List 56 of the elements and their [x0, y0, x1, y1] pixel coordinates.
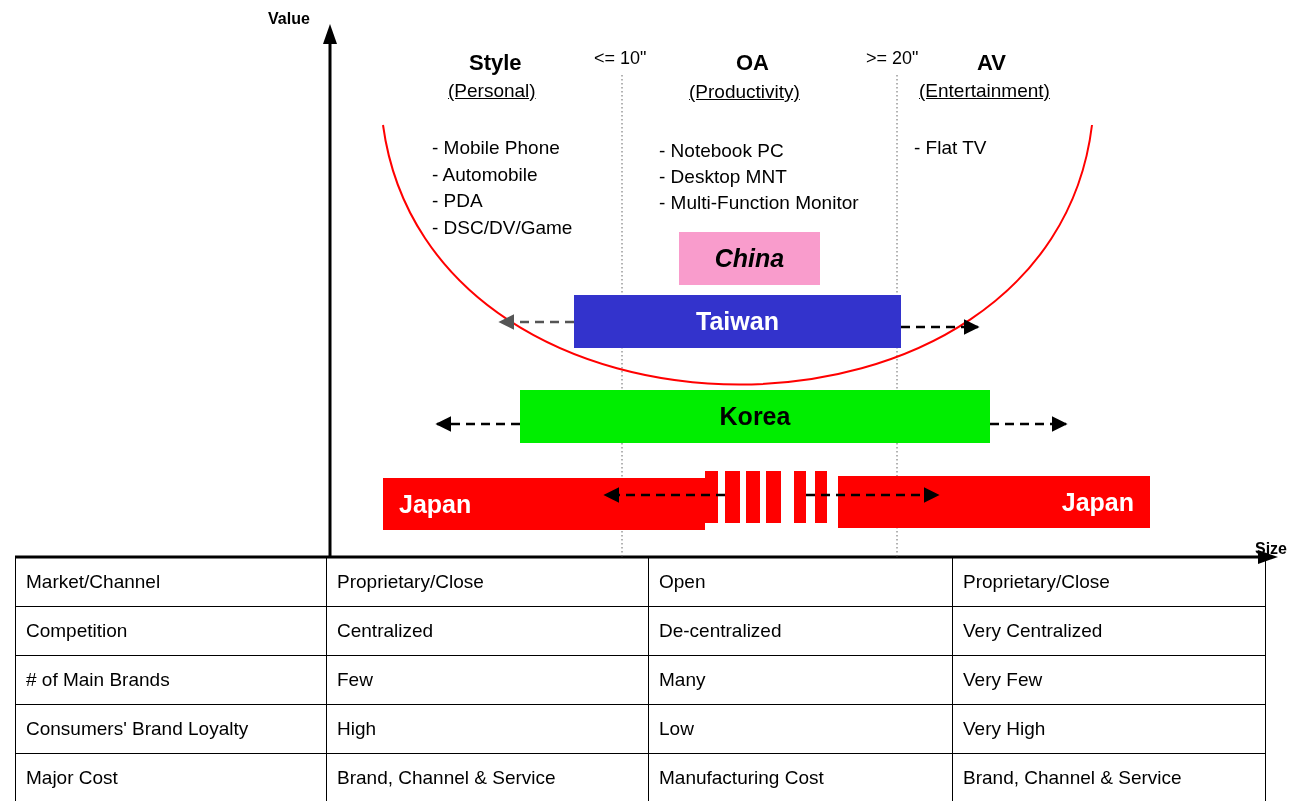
region-bar	[574, 295, 901, 348]
table-cell: High	[326, 704, 649, 754]
table-cell: De-centralized	[648, 606, 953, 656]
product-item: - Multi-Function Monitor	[659, 192, 859, 214]
region-bar	[520, 390, 990, 443]
table-cell: Many	[648, 655, 953, 705]
table-cell: Market/Channel	[15, 557, 327, 607]
table-cell: Open	[648, 557, 953, 607]
dashed-arrow	[990, 416, 1068, 432]
stripe-bar	[746, 471, 760, 523]
category-heading: AV	[977, 50, 1006, 76]
table-cell: Proprietary/Close	[326, 557, 649, 607]
table-cell: Consumers' Brand Loyalty	[15, 704, 327, 754]
stripe-bar	[725, 471, 740, 523]
product-item: - Automobile	[432, 164, 538, 186]
table-cell: Low	[648, 704, 953, 754]
table-cell: Very Few	[952, 655, 1266, 705]
region-bar	[838, 476, 1150, 528]
threshold-label: <= 10"	[594, 48, 647, 69]
category-heading: Style	[469, 50, 522, 76]
region-bar	[679, 232, 820, 285]
product-item: - PDA	[432, 190, 483, 212]
dashed-arrow	[806, 487, 940, 503]
table-cell: Proprietary/Close	[952, 557, 1266, 607]
table-cell: # of Main Brands	[15, 655, 327, 705]
dashed-arrow	[603, 487, 725, 503]
stripe-bar	[815, 471, 827, 523]
product-item: - Mobile Phone	[432, 137, 560, 159]
axis-label: Value	[268, 10, 310, 28]
dashed-arrow	[435, 416, 520, 432]
region-label: Japan	[399, 489, 472, 519]
region-bar	[383, 478, 705, 530]
region-label: Korea	[719, 402, 791, 431]
table-cell: Very Centralized	[952, 606, 1266, 656]
table-cell: Few	[326, 655, 649, 705]
dashed-arrow	[498, 314, 574, 330]
product-item: - Flat TV	[914, 137, 987, 159]
category-subtitle: (Entertainment)	[919, 80, 1050, 102]
table-cell: Centralized	[326, 606, 649, 656]
category-subtitle: (Productivity)	[689, 81, 800, 103]
table-cell: Competition	[15, 606, 327, 656]
dashed-arrow	[901, 319, 980, 335]
product-item: - DSC/DV/Game	[432, 217, 573, 239]
product-item: - Desktop MNT	[659, 166, 787, 188]
table-cell: Very High	[952, 704, 1266, 754]
region-label: Japan	[1061, 487, 1134, 517]
stripe-bar	[766, 471, 781, 523]
category-subtitle: (Personal)	[448, 80, 536, 102]
stripe-bar	[705, 471, 718, 523]
threshold-label: >= 20"	[866, 48, 919, 69]
product-item: - Notebook PC	[659, 140, 784, 162]
table-cell: Major Cost	[15, 753, 327, 801]
region-label: China	[714, 244, 785, 273]
category-heading: OA	[736, 50, 769, 76]
stripe-bar	[794, 471, 806, 523]
region-label: Taiwan	[696, 307, 779, 336]
